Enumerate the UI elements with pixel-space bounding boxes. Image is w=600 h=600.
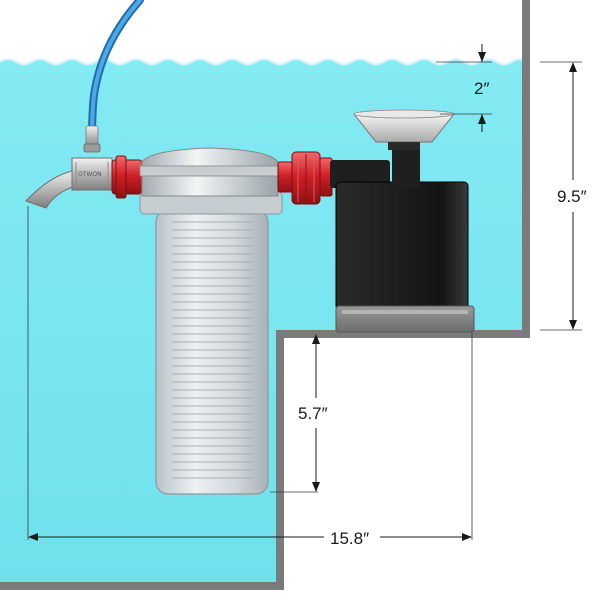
dimension-label-9-5in: 9.5″ — [557, 187, 587, 206]
dimension-water-above-pump: 2″ — [474, 44, 489, 132]
dimension-water-depth: 9.5″ — [557, 62, 587, 330]
red-coupling-right — [277, 151, 333, 205]
dimension-step-width: 15.8″ — [28, 529, 472, 548]
dimension-label-2in: 2″ — [474, 79, 489, 98]
filter-canister — [139, 147, 283, 495]
tank-wall — [0, 0, 530, 590]
filter-ribs — [172, 221, 252, 479]
brand-label: OTWON — [78, 171, 102, 178]
dimension-step-height: 5.7″ — [298, 334, 328, 492]
dimension-label-15-8in: 15.8″ — [330, 529, 369, 548]
outlet-nozzle: OTWON — [25, 157, 113, 209]
red-coupling-left — [111, 155, 143, 199]
dimension-label-5-7in: 5.7″ — [298, 404, 328, 423]
pump — [330, 109, 475, 333]
